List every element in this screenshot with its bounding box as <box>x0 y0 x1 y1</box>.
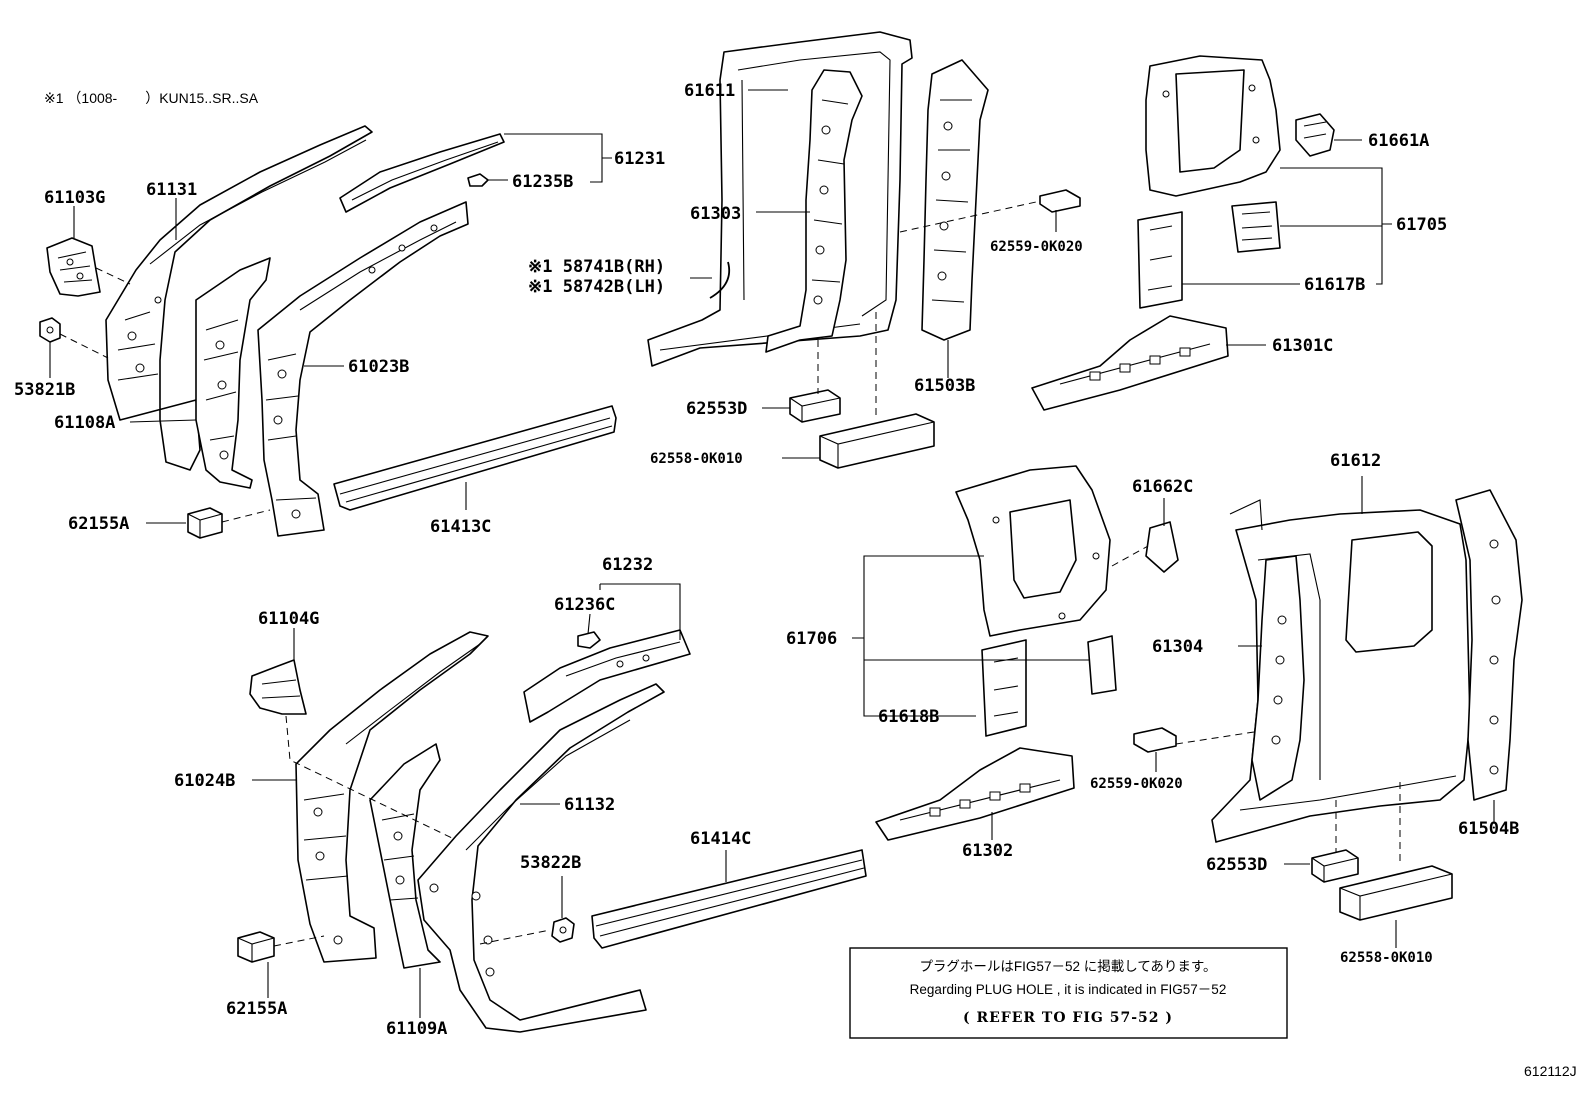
part-61612-drawing <box>1211 499 1471 843</box>
part-label-61232: 61232 <box>602 555 653 575</box>
part-61024b-drawing <box>295 631 489 963</box>
part-label-61103g: 61103G <box>44 188 105 208</box>
part-label-61231: 61231 <box>614 149 665 169</box>
part-62559-bottom-drawing <box>1133 727 1177 753</box>
dashline <box>273 935 325 947</box>
part-61662c-drawing <box>1145 521 1179 573</box>
part-61304-drawing <box>1251 555 1305 801</box>
dashline <box>59 333 109 359</box>
part-61414c-drawing <box>591 849 867 949</box>
part-61618b-drawing <box>981 635 1117 737</box>
part-61301c-drawing <box>1031 315 1229 411</box>
part-61302-drawing <box>875 747 1075 841</box>
dashline <box>221 509 271 523</box>
part-label-61024b: 61024B <box>174 771 235 791</box>
part-label-61108a: 61108A <box>54 413 115 433</box>
part-61705-plate-drawing <box>1231 201 1281 253</box>
part-label-61104g: 61104G <box>258 609 319 629</box>
part-label-61414c: 61414C <box>690 829 751 849</box>
part-label-61706: 61706 <box>786 629 837 649</box>
part-58741b-drawing <box>709 261 731 299</box>
dashline <box>95 267 131 285</box>
part-label-62559-top: 62559-0K020 <box>990 239 1083 255</box>
part-label-61109a: 61109A <box>386 1019 447 1039</box>
part-53822b-drawing <box>551 917 575 943</box>
part-62559-top-drawing <box>1039 189 1081 213</box>
part-61103g-drawing <box>46 237 101 297</box>
leader-lines <box>49 89 1495 1018</box>
note-line-en: Regarding PLUG HOLE , it is indicated in… <box>910 982 1227 997</box>
part-53821b-drawing <box>39 317 61 343</box>
part-label-61618b: 61618B <box>878 707 939 727</box>
part-label-61661a: 61661A <box>1368 131 1429 151</box>
part-61232-drawing <box>523 629 691 723</box>
part-label-62559-bottom: 62559-0K020 <box>1090 776 1183 792</box>
part-61706-drawing <box>955 465 1111 637</box>
part-label-62558-top: 62558-0K010 <box>650 451 743 467</box>
part-62155a-bottom-drawing <box>237 931 275 963</box>
part-label-61705: 61705 <box>1396 215 1447 235</box>
part-label-58741b: ※1 58741B(RH) <box>528 257 665 277</box>
part-61504b-drawing <box>1455 489 1523 801</box>
part-61617b-drawing <box>1137 211 1183 309</box>
part-61132-drawing <box>417 683 665 1033</box>
part-label-61023b: 61023B <box>348 357 409 377</box>
part-label-61303: 61303 <box>690 204 741 224</box>
part-label-62553d-top: 62553D <box>686 399 747 419</box>
part-label-61236c: 61236C <box>554 595 615 615</box>
part-61413c-drawing <box>333 405 617 511</box>
dashline <box>285 715 453 839</box>
part-label-53822b: 53822B <box>520 853 581 873</box>
part-label-58742b: ※1 58742B(LH) <box>528 277 665 297</box>
part-label-62155a-top: 62155A <box>68 514 129 534</box>
plug-hole-note-box: プラグホールはFIG57－52 に掲載してあります。 Regarding PLU… <box>849 947 1288 1039</box>
part-61108a-drawing <box>195 257 271 489</box>
part-label-61611: 61611 <box>684 81 735 101</box>
part-label-62558-bottom: 62558-0K010 <box>1340 950 1433 966</box>
part-61104g-drawing <box>249 659 307 715</box>
part-label-61132: 61132 <box>564 795 615 815</box>
part-label-61301c: 61301C <box>1272 336 1333 356</box>
note-line-jp: プラグホールはFIG57－52 に掲載してあります。 <box>919 959 1216 974</box>
part-61231-drawing <box>339 133 505 213</box>
part-label-61503b: 61503B <box>914 376 975 396</box>
part-61661a-drawing <box>1295 113 1335 157</box>
part-label-61612: 61612 <box>1330 451 1381 471</box>
part-label-61662c: 61662C <box>1132 477 1193 497</box>
part-label-61131: 61131 <box>146 180 197 200</box>
dashline <box>1175 731 1255 745</box>
part-label-61413c: 61413C <box>430 517 491 537</box>
part-62558-top-drawing <box>819 413 935 469</box>
dashline <box>1111 545 1149 567</box>
part-61109a-drawing <box>369 743 441 969</box>
part-label-61617b: 61617B <box>1304 275 1365 295</box>
part-label-62155a-bottom: 62155A <box>226 999 287 1019</box>
part-61131-drawing <box>105 125 373 471</box>
figure-code: 612112J <box>1524 1063 1577 1079</box>
part-label-61504b: 61504B <box>1458 819 1519 839</box>
part-61236c-drawing <box>577 631 601 649</box>
part-62553d-top-drawing <box>789 389 841 423</box>
part-62155a-top-drawing <box>187 507 223 539</box>
part-label-61302: 61302 <box>962 841 1013 861</box>
part-62558-bottom-drawing <box>1339 865 1453 921</box>
note-line-ref: ( REFER TO FIG 57-52 ) <box>963 1010 1173 1026</box>
part-62553d-bottom-drawing <box>1311 849 1359 883</box>
part-label-61235b: 61235B <box>512 172 573 192</box>
part-61303-drawing <box>765 69 863 353</box>
part-label-62553d-bottom: 62553D <box>1206 855 1267 875</box>
part-61705-upper-drawing <box>1145 55 1281 197</box>
part-61235b-drawing <box>467 173 489 187</box>
part-label-53821b: 53821B <box>14 380 75 400</box>
applicability-note: ※1 （1008- ）KUN15..SR..SA <box>44 90 259 106</box>
part-61023b-drawing <box>257 201 469 537</box>
part-label-61304: 61304 <box>1152 637 1203 657</box>
part-61503b-drawing <box>921 59 989 341</box>
